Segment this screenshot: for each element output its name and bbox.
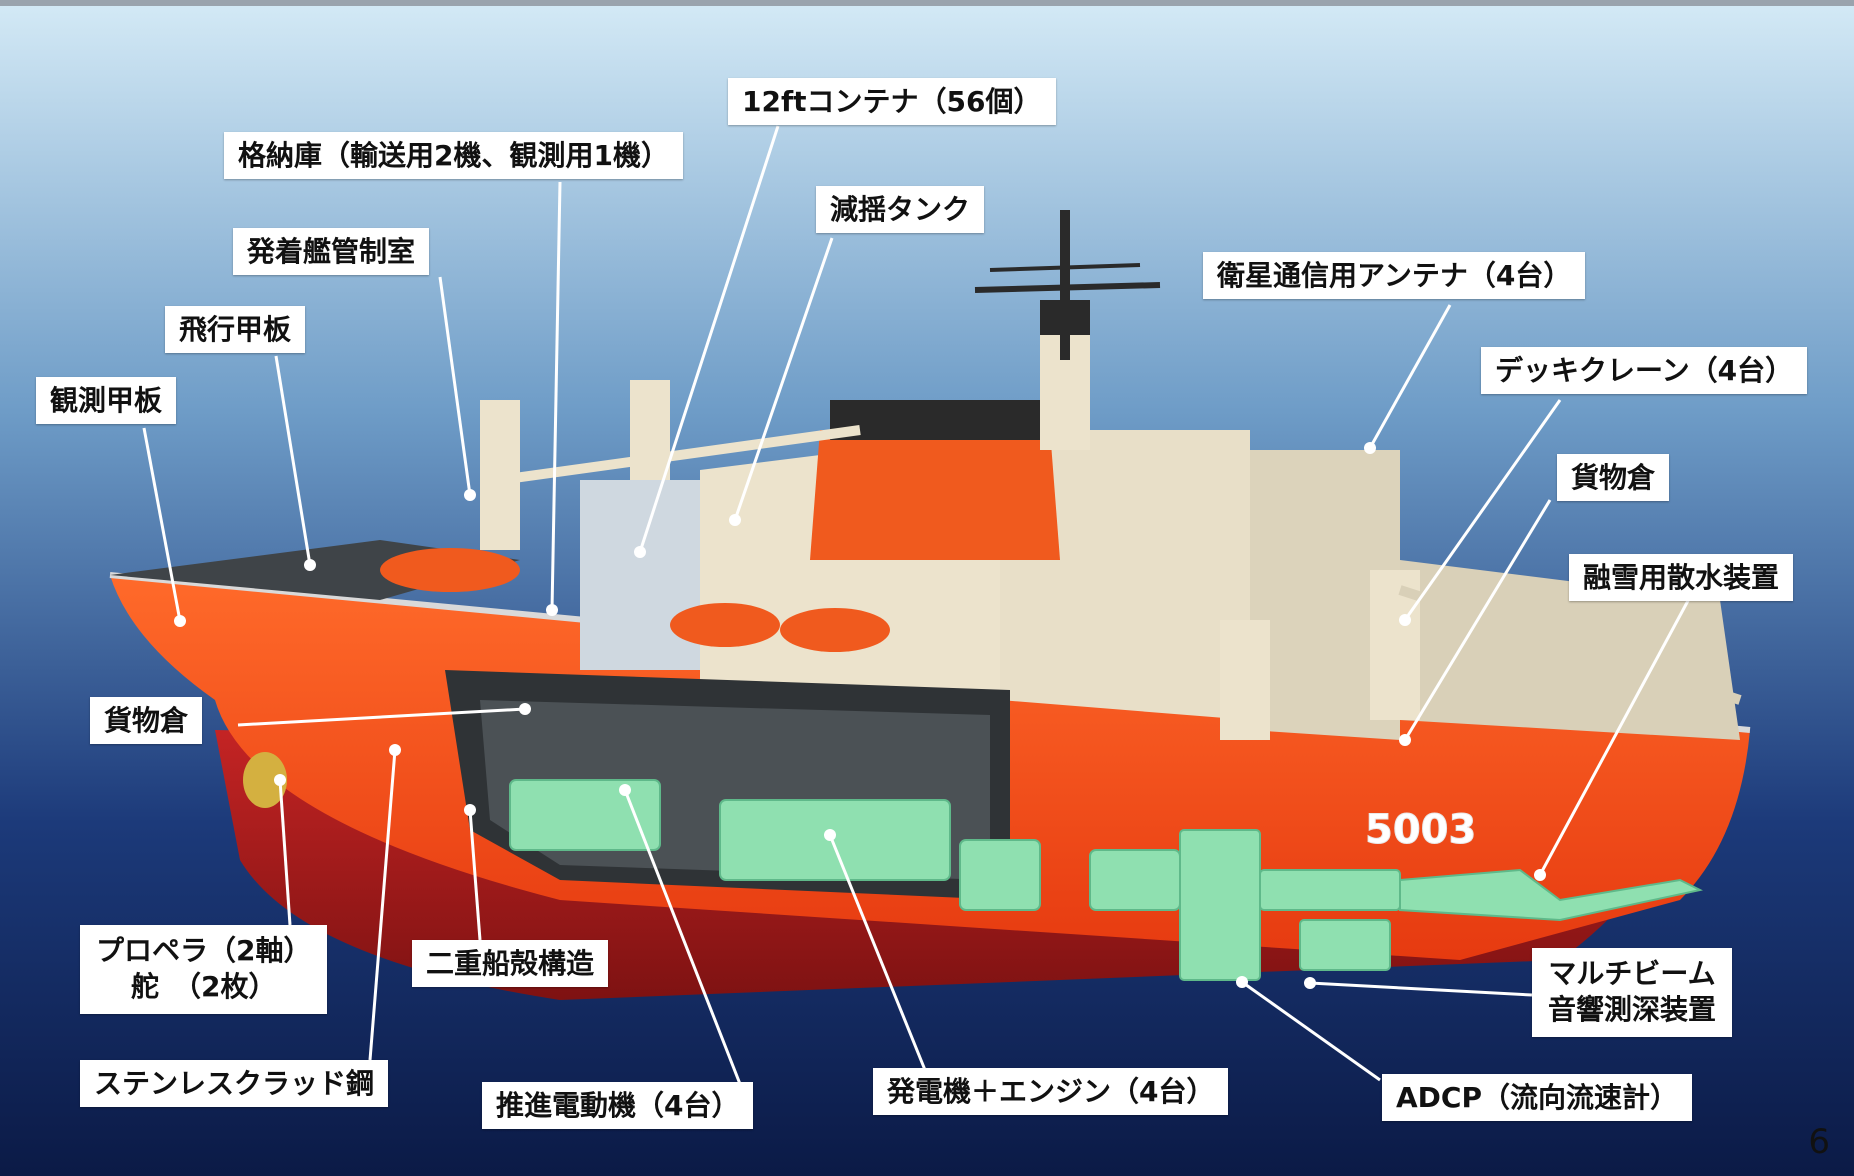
- label-generator: 発電機＋エンジン（4台）: [873, 1068, 1229, 1115]
- top-border: [0, 0, 1854, 6]
- label-stainless: ステンレスクラッド鋼: [80, 1060, 389, 1107]
- propeller: [243, 752, 287, 808]
- label-rudder: 舵 （2枚）: [131, 970, 277, 1004]
- label-multibeam-line2: 音響測深装置: [1548, 993, 1717, 1027]
- label-adcp: ADCP（流向流速計）: [1382, 1074, 1692, 1121]
- label-double-hull: 二重船殻構造: [412, 940, 609, 987]
- page-number: 6: [1808, 1122, 1830, 1162]
- container-stack: [580, 480, 700, 670]
- label-hangar: 格納庫（輸送用2機、観測用1機）: [224, 132, 683, 179]
- label-flight-control-room: 発着艦管制室: [233, 228, 430, 275]
- label-observation-deck: 観測甲板: [36, 377, 177, 424]
- label-container: 12ftコンテナ（56個）: [728, 78, 1056, 125]
- leader-lines: [142, 125, 1692, 1085]
- hull-number: 5003: [1365, 807, 1476, 853]
- label-cargo-hold-aft: 貨物倉: [90, 697, 203, 744]
- label-propeller: プロペラ（2軸）: [96, 934, 312, 967]
- label-satellite-antenna: 衛星通信用アンテナ（4台）: [1203, 252, 1586, 299]
- label-multibeam-line1: マルチビーム: [1548, 957, 1716, 990]
- machinery: [509, 779, 1703, 981]
- label-multibeam: マルチビーム 音響測深装置: [1532, 948, 1733, 1037]
- lifeboats: [380, 548, 890, 652]
- label-snow-melting: 融雪用散水装置: [1569, 554, 1794, 601]
- label-propulsion-motor: 推進電動機（4台）: [482, 1082, 754, 1129]
- label-anti-roll-tank: 減揺タンク: [816, 186, 985, 233]
- label-deck-crane: デッキクレーン（4台）: [1481, 347, 1808, 394]
- label-flight-deck: 飛行甲板: [165, 306, 306, 353]
- leader-dots: [174, 442, 1546, 989]
- label-cargo-hold-fwd: 貨物倉: [1557, 454, 1670, 501]
- label-propeller-rudder: プロペラ（2軸） 舵 （2枚）: [80, 925, 328, 1014]
- funnel: [810, 430, 1060, 560]
